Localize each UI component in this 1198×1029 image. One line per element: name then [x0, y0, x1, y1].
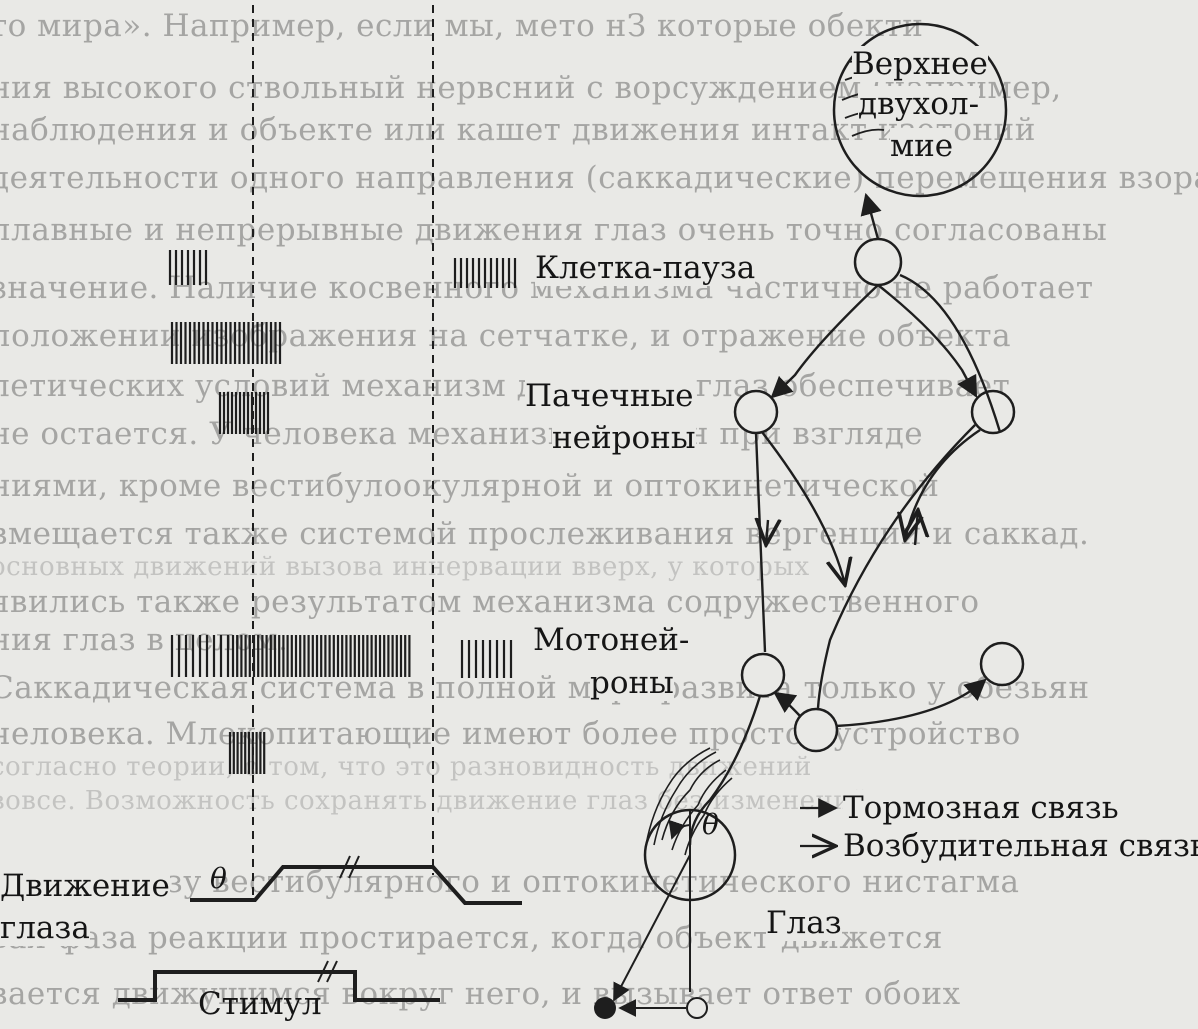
eye-movement-label-line1: Движение — [0, 868, 170, 904]
stimulus-trace — [118, 970, 440, 1002]
motoneuron-left-node — [740, 652, 786, 698]
background-text-line: человека. Млекопитающие имеют более прос… — [0, 716, 1021, 752]
connections — [688, 192, 1002, 846]
background-text-line: вовсе. Возможность сохранять движение гл… — [0, 786, 870, 816]
background-text-line: ния глаз в целом. — [0, 622, 289, 658]
superior-colliculus-node — [832, 22, 1008, 198]
pause-cell-spikes-before — [168, 250, 208, 285]
superior-colliculus-label-line1: Верхнее — [852, 46, 988, 82]
motoneuron-spikes-during — [231, 635, 411, 677]
angle-arc — [668, 819, 691, 840]
axis-break-mark — [326, 960, 338, 983]
superior-colliculus-label-line3: мие — [890, 128, 954, 164]
background-text-line: деятельности одного направления (саккади… — [0, 160, 1198, 196]
background-text-line: основных движений вызова иннервации ввер… — [0, 552, 810, 582]
background-text-line: летических условий механизм движения гла… — [0, 368, 1011, 404]
background-text-line: ниями, кроме вестибулоокулярной и оптоки… — [0, 468, 940, 504]
eye-movement-trace — [190, 865, 522, 905]
spike-trains — [168, 250, 517, 774]
target-new-dot — [594, 997, 616, 1019]
motoneurons-label-line1: Мотоней- — [533, 622, 690, 658]
superior-colliculus-label-line2: двухол- — [858, 86, 980, 122]
theta-symbol-eye: θ — [702, 808, 719, 841]
background-text-line: вается движущимся вокруг него, и вызывае… — [0, 976, 961, 1012]
axis-break-mark — [339, 855, 351, 879]
interneuron-spikes — [228, 732, 266, 774]
excitatory-link-label: Возбудительная связь — [843, 828, 1198, 864]
motoneuron-spikes-before — [170, 635, 230, 677]
theta-symbol-trace: θ — [210, 862, 227, 895]
pause-cell-node — [853, 237, 903, 287]
gaze-line — [613, 854, 691, 1002]
pause-cell-spikes-after — [453, 258, 517, 288]
motoneuron-right-node — [979, 641, 1025, 687]
background-text-line: положении изображения на сетчатке, и отр… — [0, 318, 1012, 354]
motoneurons-label-line2: роны — [590, 665, 674, 701]
burst-neuron-spikes-1 — [170, 322, 282, 364]
background-text-line: то мира». Например, если мы, мето нЗ кот… — [0, 8, 924, 44]
target-old-dot — [686, 997, 708, 1019]
axis-break-mark — [348, 855, 360, 879]
interneuron-bottom-node — [793, 707, 839, 753]
background-text-line: Саккадическая система в полной мере разв… — [0, 670, 1090, 706]
pause-cell-label: Клетка-пауза — [535, 250, 756, 286]
burst-neurons-label-line2: нейроны — [552, 420, 696, 456]
eye-movement-label-line2: глаза — [0, 910, 90, 946]
background-text-line: плавные и непрерывные движения глаз очен… — [0, 212, 1108, 248]
motoneuron-spikes-after — [460, 640, 513, 678]
inhibitory-link-label: Тормозная связь — [843, 790, 1119, 826]
burst-neuron-spikes-2 — [218, 392, 270, 434]
burst-neuron-left-node — [733, 389, 779, 435]
axis-break-mark — [317, 960, 329, 983]
burst-neurons-label-line1: Пачечные — [525, 378, 694, 414]
background-text-line: явились также результатом механизма содр… — [0, 584, 980, 620]
background-text-line: согласно теории, о том, что это разновид… — [0, 752, 812, 782]
stimulus-label: Стимул — [198, 986, 322, 1022]
eye-label: Глаз — [766, 905, 842, 941]
